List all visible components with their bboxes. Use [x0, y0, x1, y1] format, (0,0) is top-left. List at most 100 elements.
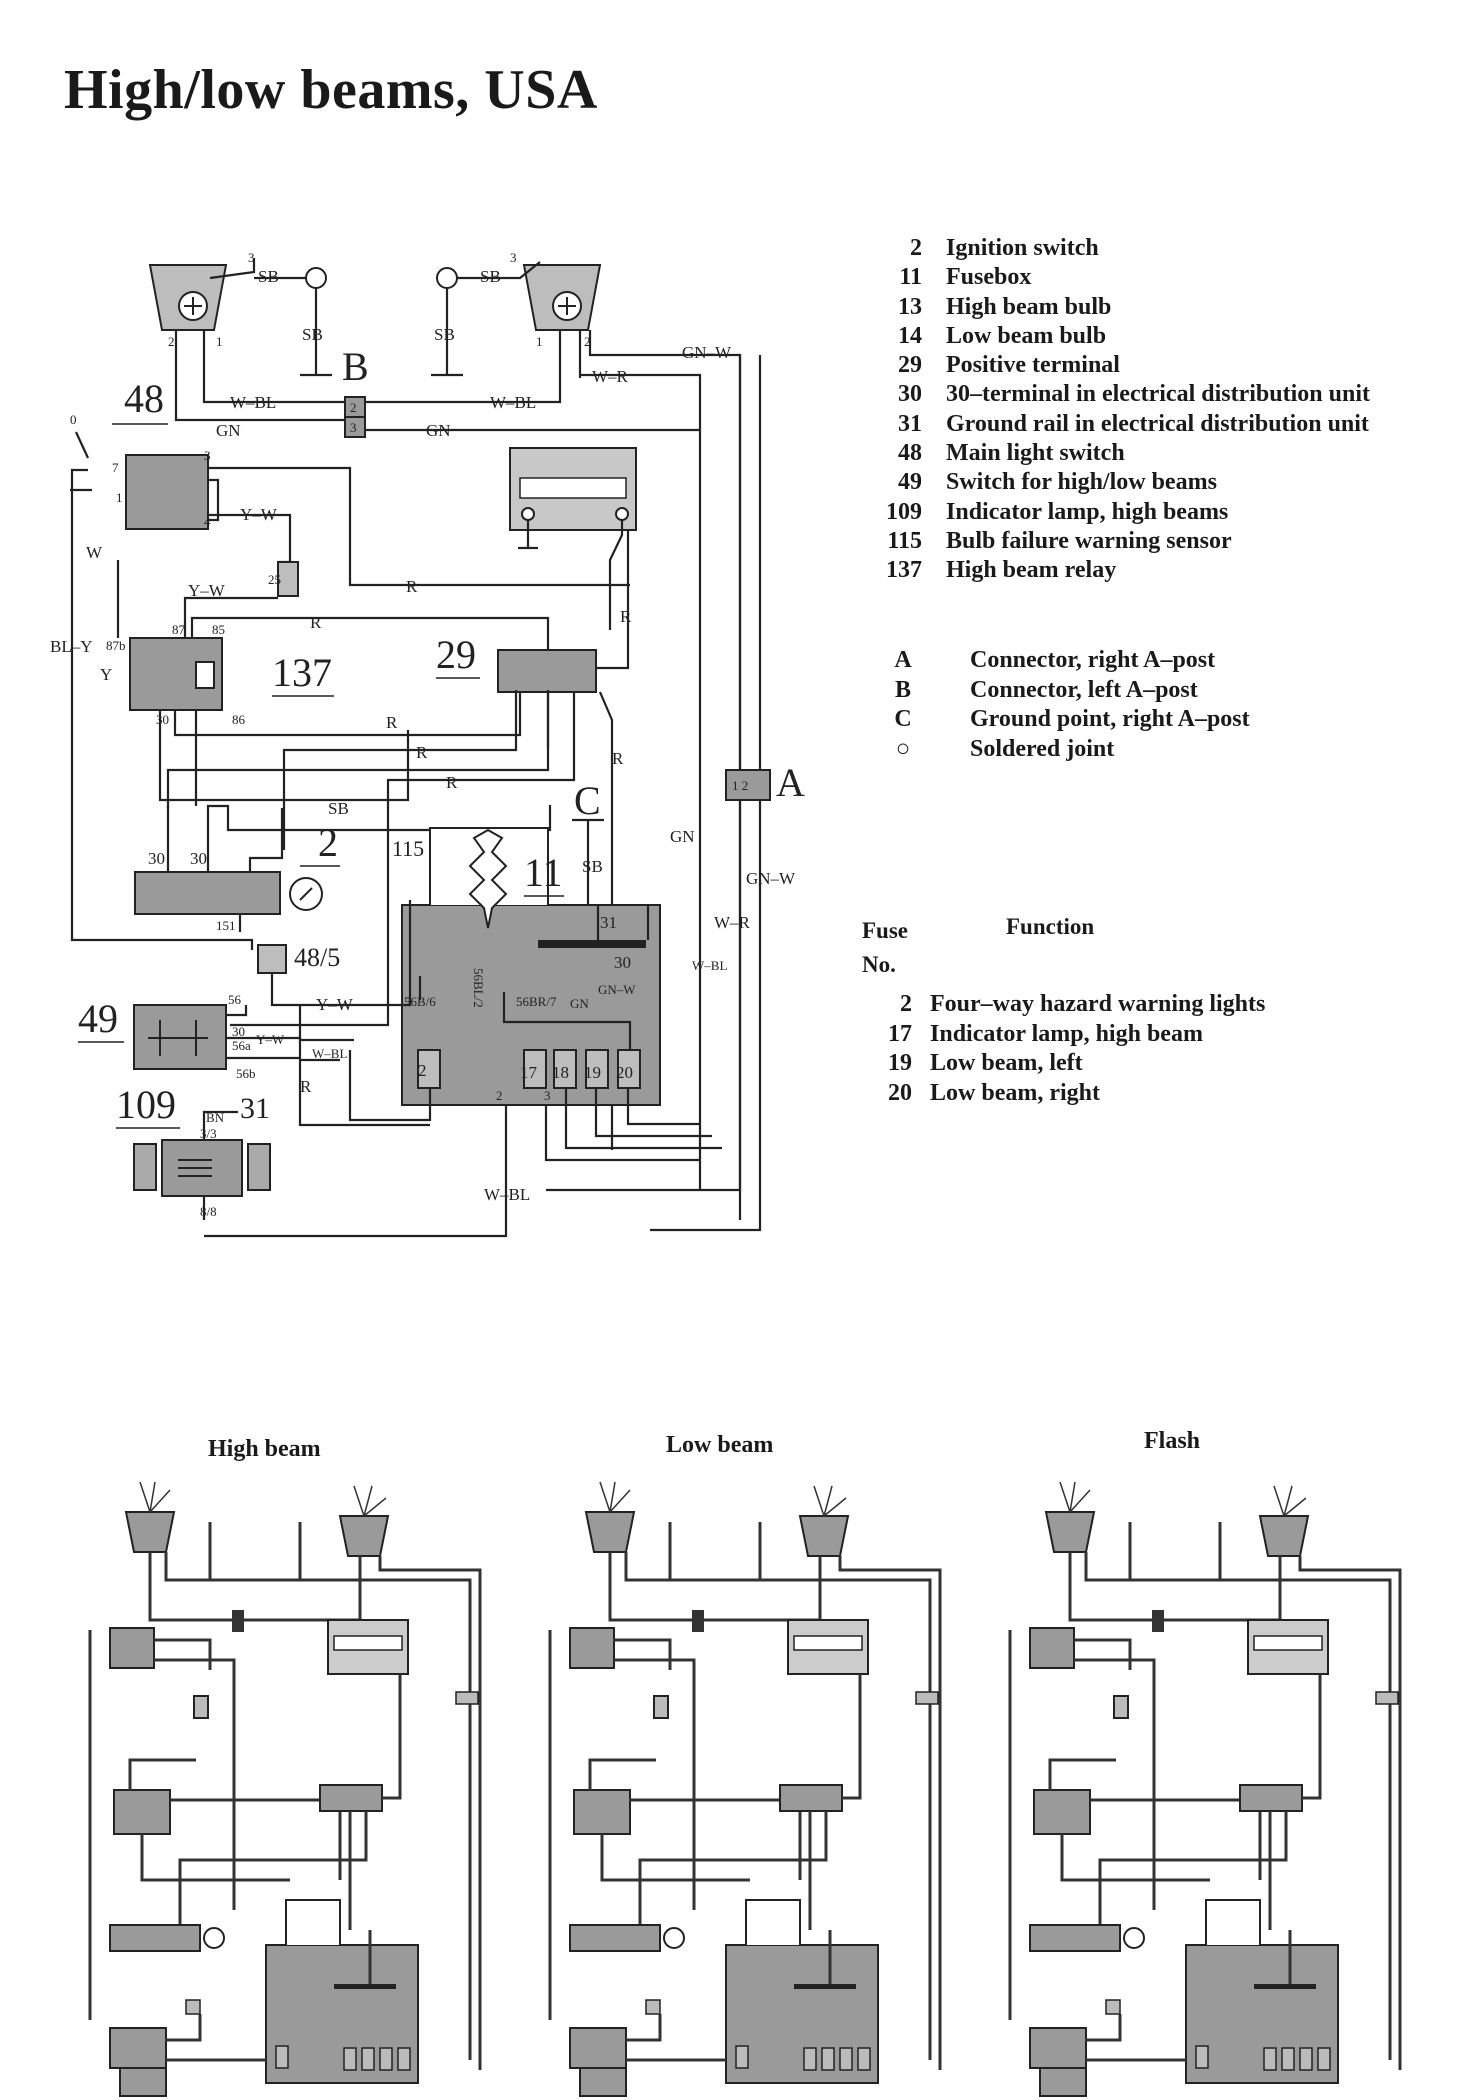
mini-fuse-2 [1195, 2045, 1209, 2069]
mini-connector-b [232, 1610, 244, 1632]
wire-r-6: R [446, 773, 458, 792]
legend-num: 31 [898, 410, 922, 437]
legend-label: Switch for high/low beams [946, 469, 1217, 496]
switch-48-5 [257, 944, 287, 974]
pin-2-fuse: 2 [418, 1061, 427, 1080]
mini-indicator-lamp [119, 2067, 167, 2097]
wire-y: Y [100, 665, 112, 684]
mini-ignition-key [663, 1927, 685, 1949]
wire-w-r-1: W–R [592, 367, 629, 386]
mini-fuse [343, 2047, 357, 2071]
mini-relay [113, 1789, 171, 1835]
mini-fuse [1263, 2047, 1277, 2071]
legend-num: 11 [899, 264, 922, 291]
mini-battery-inner [793, 1635, 863, 1651]
label-11: 11 [524, 850, 563, 895]
label-29: 29 [436, 632, 476, 677]
mini-light-rays [139, 1481, 387, 1517]
label-109: 109 [116, 1082, 176, 1127]
wire-w-bl-3: W–BL [692, 958, 727, 973]
label-31: 31 [240, 1092, 270, 1125]
fuse-num: 17 [888, 1020, 912, 1047]
connector-code: C [894, 706, 912, 732]
pin-56br7: 56BR/7 [516, 994, 557, 1009]
mini-connector-a [1375, 1691, 1399, 1705]
fuse-row: 20 Low beam, right [860, 1079, 1265, 1109]
legend-num: 48 [898, 440, 922, 467]
mini-light-rays [1059, 1481, 1307, 1517]
mini-dimmer-switch [109, 2027, 167, 2069]
wire-r-2: R [310, 613, 322, 632]
mini-fuse [361, 2047, 375, 2071]
connector-code: A [894, 647, 912, 673]
label-conn-c: C [574, 778, 601, 823]
wire-w-bl-5: W–BL [484, 1185, 530, 1204]
pin-56bl2: 56BL/2 [471, 968, 486, 1008]
wire-r-8: R [300, 1077, 312, 1096]
pin-4-switch: 4 [204, 514, 211, 529]
mini-wires-top [148, 1522, 482, 2070]
mini-switch-48-5 [645, 1999, 661, 2015]
fuse-function: Low beam, left [930, 1050, 1083, 1076]
legend-num: 109 [886, 498, 922, 525]
pin-17: 17 [520, 1063, 538, 1082]
pin-30-ign-1: 30 [148, 849, 165, 868]
mini-wires-switch [548, 1630, 696, 2020]
wire-y-w-1: Y–W [240, 505, 278, 524]
fuse-no-header: No. [862, 952, 896, 977]
fuse-column-header: Fuse No. [862, 914, 908, 982]
mini-fuse [803, 2047, 817, 2071]
mini-wires-terminal [178, 1674, 402, 1930]
main-light-switch [125, 454, 209, 530]
wire-bl-y: BL–Y [50, 637, 93, 656]
wire-y-w-2: Y–W [188, 581, 226, 600]
mini-fusebox [725, 1944, 879, 2084]
mini-fuse [821, 2047, 835, 2071]
fuse-function: Low beam, right [930, 1079, 1100, 1106]
mini-connector-b [692, 1610, 704, 1632]
mini-left-lamp [1044, 1511, 1096, 1553]
pin-a-12: 1 2 [732, 778, 748, 793]
mini-fusebox [265, 1944, 419, 2084]
pin-86: 86 [232, 712, 246, 727]
legend-num: 49 [898, 469, 922, 496]
wiring-diagram: 48 137 29 2 115 11 49 109 31 48/5 A B C … [50, 250, 805, 1238]
legend-label: High beam bulb [946, 293, 1112, 320]
fuse-num: 20 [888, 1079, 912, 1106]
mini-fuse [839, 2047, 853, 2071]
page-title: High/low beams, USA [64, 59, 598, 121]
wire-w-bl-4: W–BL [312, 1046, 347, 1061]
pin-56b: 56b [236, 1066, 256, 1081]
mini-ignition [109, 1924, 201, 1952]
legend-label: High beam relay [946, 557, 1117, 584]
wire-sb-5: SB [328, 799, 349, 818]
pin-0: 0 [70, 412, 77, 427]
connector-row: ○Soldered joint [860, 735, 1250, 765]
legend-num: 13 [898, 293, 922, 320]
wire-r-4: R [386, 713, 398, 732]
legend-row: 49 Switch for high/low beams [860, 468, 1370, 497]
mini-rail [334, 1984, 396, 1989]
pin-56a: 56a [232, 1038, 251, 1053]
legend-num: 115 [887, 527, 922, 554]
pin-30-ign-2: 30 [190, 849, 207, 868]
mini-wires-top [608, 1522, 942, 2070]
legend-label: Bulb failure warning sensor [946, 527, 1232, 554]
connector-code: B [894, 676, 911, 703]
wire-gn-w-2: GN–W [746, 869, 796, 888]
mini-right-lamp [338, 1515, 390, 1557]
fuse-function: Indicator lamp, high beam [930, 1020, 1203, 1047]
fuse-num: 19 [888, 1050, 912, 1076]
pin-31-fuse: 31 [600, 913, 617, 932]
mini-connector-b [1152, 1610, 1164, 1632]
wire-sb-4: SB [434, 325, 455, 344]
pin-3-left: 3 [248, 250, 255, 265]
